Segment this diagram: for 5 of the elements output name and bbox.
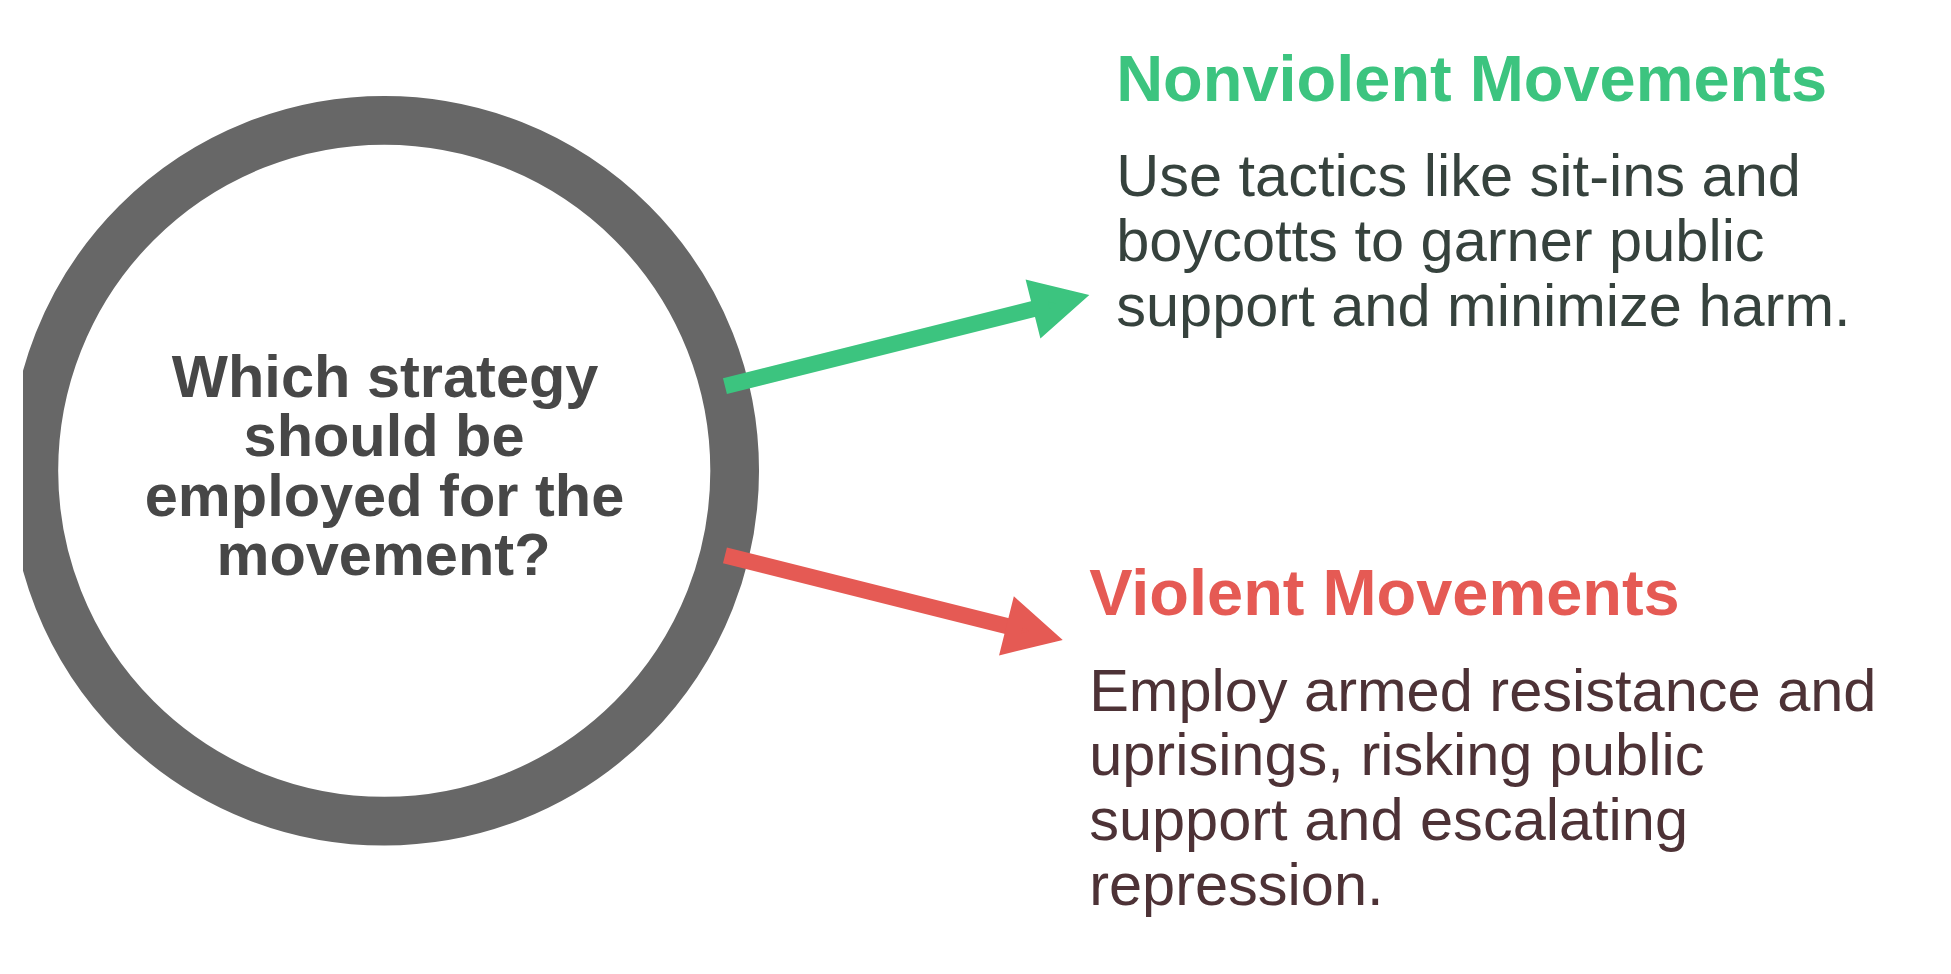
node-text: Nonviolent Movements Use tactics like sit-ins and boycotts to garner public support and minimize harm.: [1116, 41, 1851, 340]
arrow: [723, 279, 1090, 395]
node-circle: Which strategy should be employed for the movement?: [23, 96, 760, 846]
arrow: [723, 547, 1063, 656]
node-text: Violent Movements Employ armed resistance and uprisings, risking public support and escalating repression.: [1089, 555, 1877, 919]
